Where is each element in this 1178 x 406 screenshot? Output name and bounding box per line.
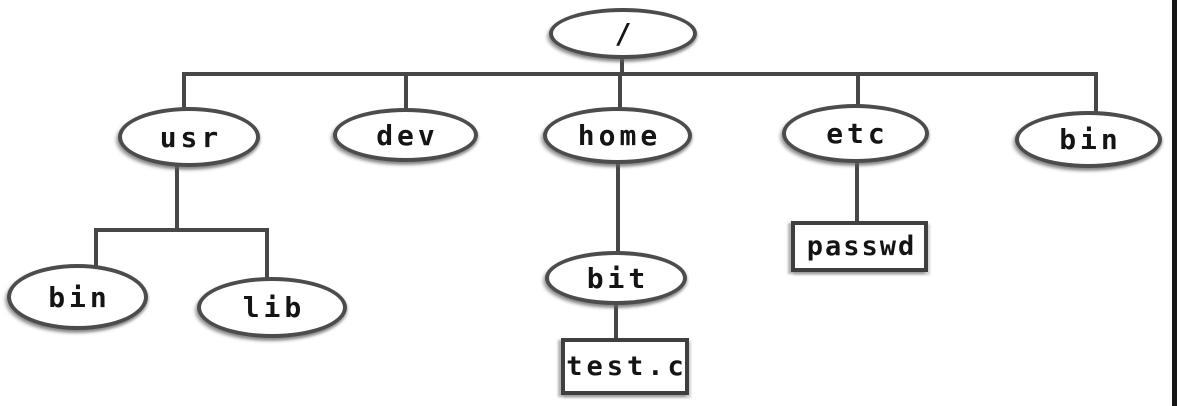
node-etc-label: etc: [826, 117, 889, 150]
node-bin-label: bin: [1059, 123, 1122, 156]
node-dev: dev: [333, 108, 478, 162]
node-test-c-file: test.c: [561, 338, 689, 395]
node-usr-label: usr: [159, 120, 223, 154]
node-usr-lib: lib: [197, 277, 347, 338]
node-passwd-file: passwd: [791, 221, 928, 272]
node-root-label: /: [614, 17, 636, 50]
node-passwd-label: passwd: [806, 231, 917, 262]
node-home: home: [543, 107, 692, 164]
node-home-label: home: [577, 119, 662, 152]
frame-right-border: [1172, 0, 1177, 406]
node-home-bit-label: bit: [586, 261, 650, 295]
node-home-bit: bit: [545, 251, 687, 305]
node-test-c-label: test.c: [566, 351, 688, 382]
node-bin: bin: [1015, 111, 1162, 168]
node-usr-lib-label: lib: [242, 291, 306, 324]
node-usr-bin-label: bin: [48, 280, 111, 314]
node-etc: etc: [782, 104, 929, 163]
node-usr: usr: [118, 107, 260, 167]
node-usr-bin: bin: [7, 264, 148, 330]
node-dev-label: dev: [376, 118, 439, 152]
node-root: /: [549, 8, 697, 59]
